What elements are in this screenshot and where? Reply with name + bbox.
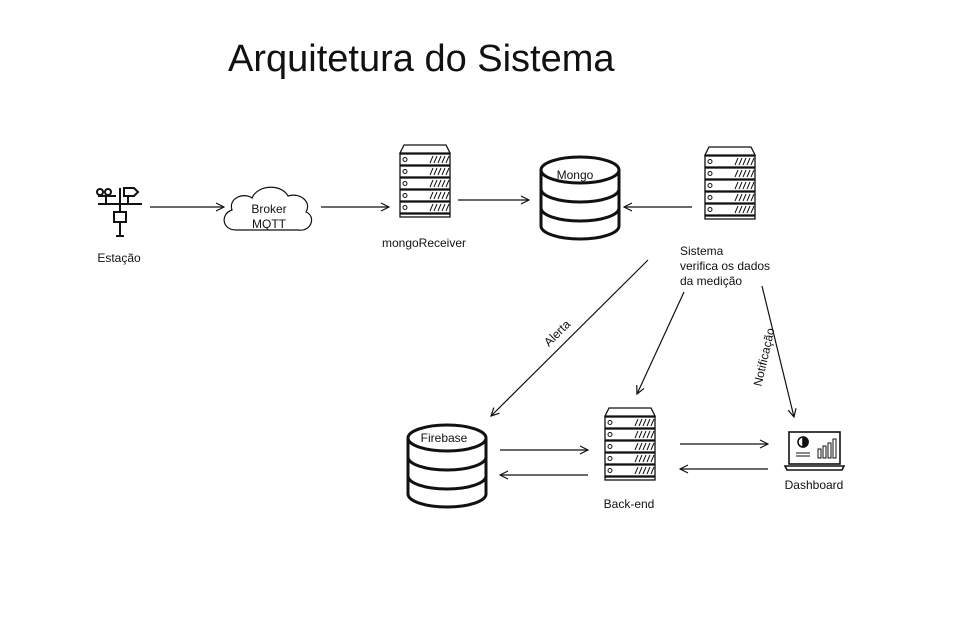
mongo-label: Mongo: [557, 168, 594, 182]
edge-label-notificacao: Notificação: [751, 326, 778, 387]
broker-label-line1: Broker: [251, 202, 286, 216]
weather-station-icon: [96, 187, 142, 237]
broker-label-line2: MQTT: [252, 217, 287, 231]
edge-label-alerta: Alerta: [541, 317, 573, 349]
server-rack-icon: [400, 145, 450, 217]
mongo-receiver-label: mongoReceiver: [382, 236, 466, 250]
sistema-label-line3: da medição: [680, 274, 742, 288]
arrow-alerta: [491, 259, 649, 416]
estacao-label: Estação: [97, 251, 141, 265]
dashboard-label: Dashboard: [785, 478, 844, 492]
sistema-label-line2: verifica os dados: [680, 259, 770, 273]
server-rack-icon: [705, 147, 755, 219]
firebase-label: Firebase: [421, 431, 468, 445]
server-rack-icon: [605, 408, 655, 480]
arrow-sistema-backend: [637, 291, 685, 394]
laptop-dashboard-icon: [783, 431, 846, 471]
page-title: Arquitetura do Sistema: [228, 38, 615, 80]
backend-label: Back-end: [604, 497, 655, 511]
arrow-notificacao: [761, 285, 794, 417]
cloud-icon: [223, 186, 313, 231]
sistema-label-line1: Sistema: [680, 244, 724, 258]
